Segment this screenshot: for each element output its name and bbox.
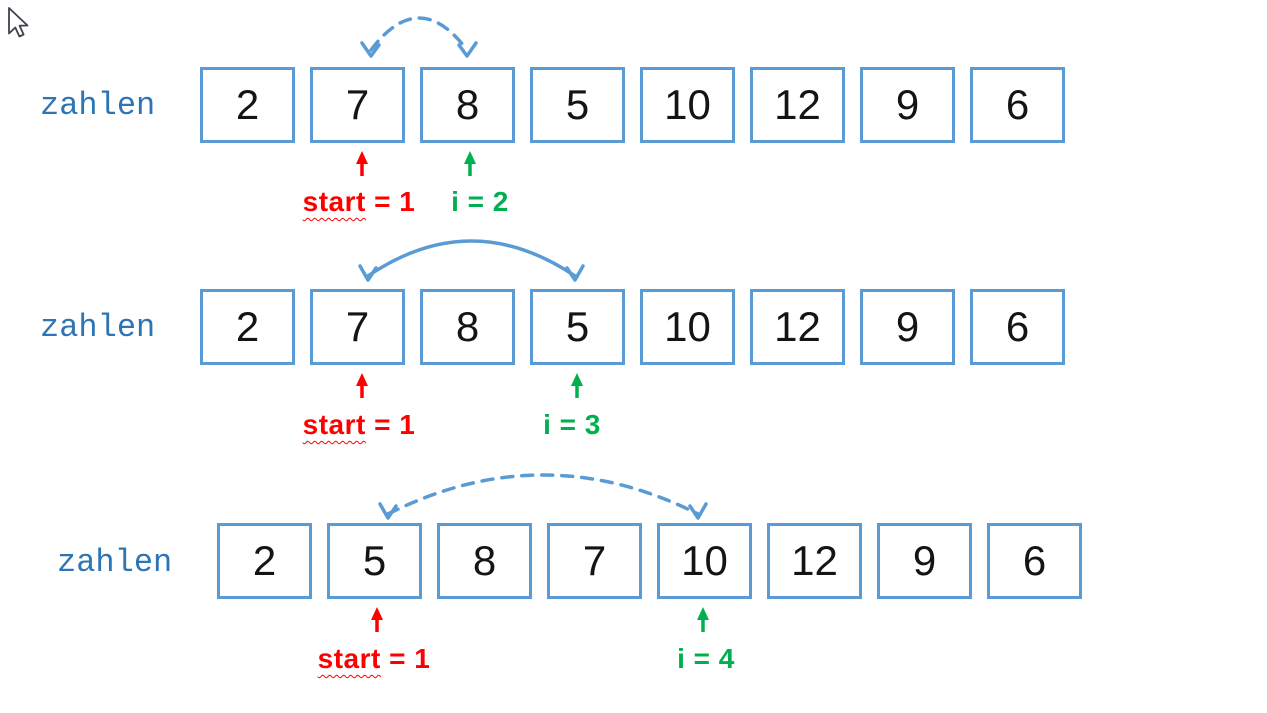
start-label-row-3: start = 1: [318, 643, 431, 675]
array-cell: 6: [970, 67, 1065, 143]
array-cell: 6: [970, 289, 1065, 365]
array-row-1: 2 7 8 5 10 12 9 6: [200, 67, 1065, 143]
start-value: = 1: [374, 186, 416, 217]
array-cell: 8: [437, 523, 532, 599]
i-label-row-2: i = 3: [543, 409, 601, 440]
array-cell: 8: [420, 67, 515, 143]
array-name-row-3: zahlen: [57, 544, 173, 581]
array-cell: 2: [217, 523, 312, 599]
array-cell: 9: [860, 67, 955, 143]
swap-arc-row-1: [360, 16, 478, 58]
start-word: start: [302, 186, 366, 217]
i-pointer-arrow-row-1: [464, 151, 476, 176]
swap-arc-row-3: [378, 473, 708, 520]
i-pointer-arrow-row-3: [697, 607, 709, 632]
array-cell: 12: [750, 289, 845, 365]
start-word: start: [302, 409, 366, 440]
i-label-row-1: i = 2: [451, 186, 509, 217]
i-label-row-3: i = 4: [677, 643, 735, 674]
arrowhead-icon: [565, 264, 585, 282]
array-row-2: 2 7 8 5 10 12 9 6: [200, 289, 1065, 365]
array-cell: 10: [640, 67, 735, 143]
array-cell: 5: [327, 523, 422, 599]
start-value: = 1: [374, 409, 416, 440]
array-cell: 6: [987, 523, 1082, 599]
array-cell: 9: [860, 289, 955, 365]
array-cell: 7: [310, 67, 405, 143]
start-pointer-arrow-row-2: [356, 373, 368, 398]
start-pointer-arrow-row-1: [356, 151, 368, 176]
i-pointer-arrow-row-2: [571, 373, 583, 398]
array-cell: 2: [200, 67, 295, 143]
array-cell: 7: [310, 289, 405, 365]
array-cell: 8: [420, 289, 515, 365]
array-cell: 12: [750, 67, 845, 143]
array-row-3: 2 5 8 7 10 12 9 6: [217, 523, 1082, 599]
arrowhead-icon: [378, 502, 398, 520]
start-pointer-arrow-row-3: [371, 607, 383, 632]
arrowhead-icon: [360, 41, 381, 58]
array-cell: 10: [640, 289, 735, 365]
start-label-row-2: start = 1: [303, 409, 416, 441]
array-cell: 5: [530, 67, 625, 143]
array-cell: 7: [547, 523, 642, 599]
start-word: start: [317, 643, 381, 674]
start-label-row-1: start = 1: [303, 186, 416, 218]
array-name-row-1: zahlen: [40, 87, 156, 124]
mouse-cursor-icon: [8, 7, 29, 38]
arrowhead-icon: [457, 41, 478, 58]
array-cell: 2: [200, 289, 295, 365]
array-cell: 10: [657, 523, 752, 599]
array-name-row-2: zahlen: [40, 309, 156, 346]
array-cell: 5: [530, 289, 625, 365]
start-value: = 1: [389, 643, 431, 674]
array-cell: 9: [877, 523, 972, 599]
swap-arc-row-2: [358, 239, 585, 282]
array-cell: 12: [767, 523, 862, 599]
arrowhead-icon: [358, 264, 378, 282]
arrowhead-icon: [688, 502, 708, 520]
